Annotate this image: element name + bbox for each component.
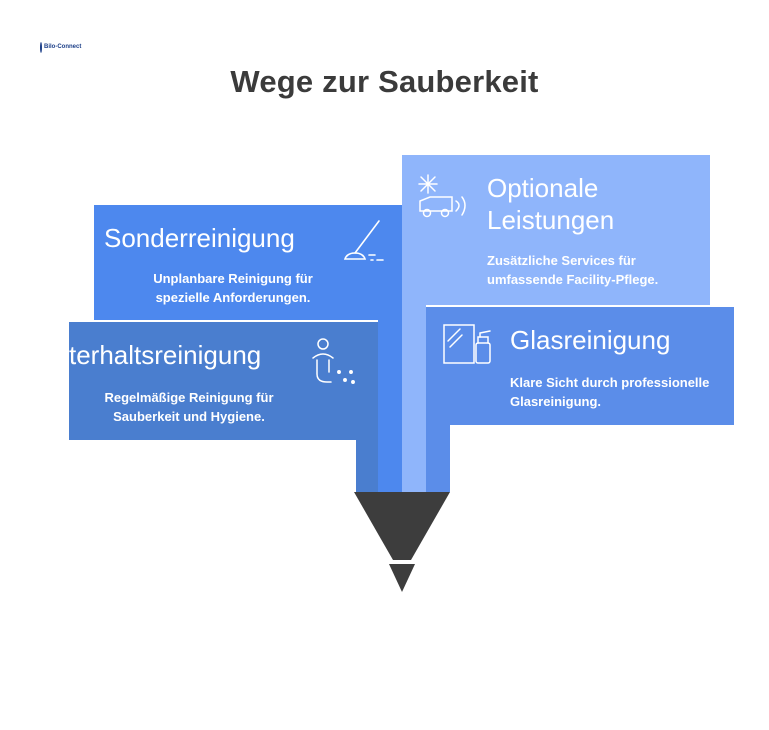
stem-unterhalt — [356, 440, 378, 492]
logo-mark — [40, 41, 42, 53]
unterhaltsreinigung-heading: terhaltsreinigung — [69, 340, 262, 370]
snow-vehicle-icon — [418, 174, 466, 218]
page-title: Wege zur Sauberkeit — [230, 64, 539, 99]
cleaner-person-icon — [312, 338, 355, 384]
glasreinigung-heading: Glasreinigung — [510, 325, 671, 355]
stem-sonder — [378, 320, 402, 492]
card-optionale-leistungen: Optionale Leistungen Zusätzliche Service… — [402, 155, 710, 305]
card-unterhaltsreinigung: terhaltsreinigung Regelmäßige Reinigung … — [69, 322, 378, 440]
sonderreinigung-desc: Unplanbare Reinigung für spezielle Anfor… — [153, 271, 313, 305]
stem-optional — [402, 305, 426, 492]
card-sonderreinigung: Sonderreinigung Unplanbare Reinigung für… — [94, 205, 402, 320]
mop-icon — [343, 220, 384, 261]
funnel-top — [354, 492, 450, 560]
card-glasreinigung: Glasreinigung Klare Sicht durch professi… — [426, 307, 734, 425]
logo-text: Bilo-Connect — [44, 44, 82, 50]
optionale-heading-line2: Leistungen — [487, 205, 615, 235]
window-spray-icon — [443, 324, 491, 364]
unterhaltsreinigung-desc: Regelmäßige Reinigung für Sauberkeit und… — [104, 390, 274, 424]
glasreinigung-desc: Klare Sicht durch professionelle Glasrei… — [510, 375, 710, 409]
optionale-desc: Zusätzliche Services für umfassende Faci… — [487, 253, 659, 287]
company-logo: Bilo-Connect — [40, 40, 82, 54]
stem-glas — [426, 425, 450, 492]
sonderreinigung-heading: Sonderreinigung — [104, 223, 295, 253]
optionale-heading-line1: Optionale — [487, 173, 599, 203]
funnel-tip — [389, 564, 415, 592]
